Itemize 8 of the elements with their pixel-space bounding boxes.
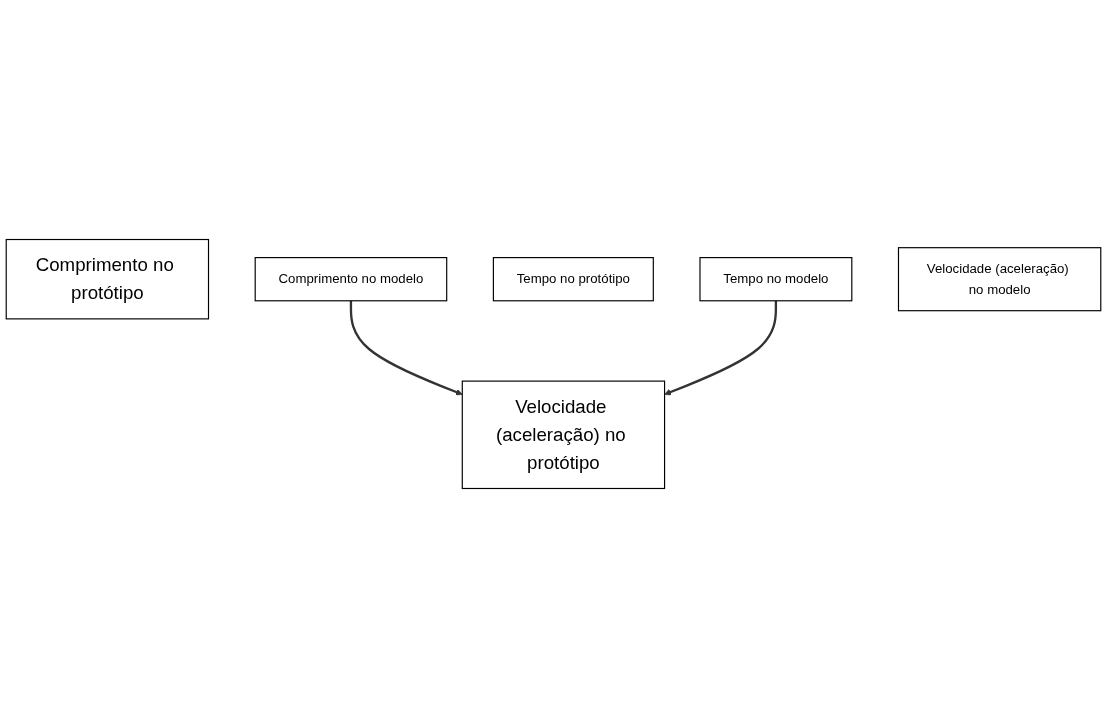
- node-box: Tempo no protótipo: [492, 256, 654, 301]
- node-box: Velocidade (aceleração) no protótipo: [461, 380, 666, 489]
- node-box: Tempo no modelo: [699, 256, 853, 301]
- arrow: [349, 300, 463, 395]
- node-box: Velocidade (aceleração) no modelo: [897, 246, 1102, 311]
- node-box: Comprimento no modelo: [254, 256, 448, 301]
- arrow: [664, 300, 778, 395]
- node-box: Comprimento no protótipo: [5, 238, 210, 319]
